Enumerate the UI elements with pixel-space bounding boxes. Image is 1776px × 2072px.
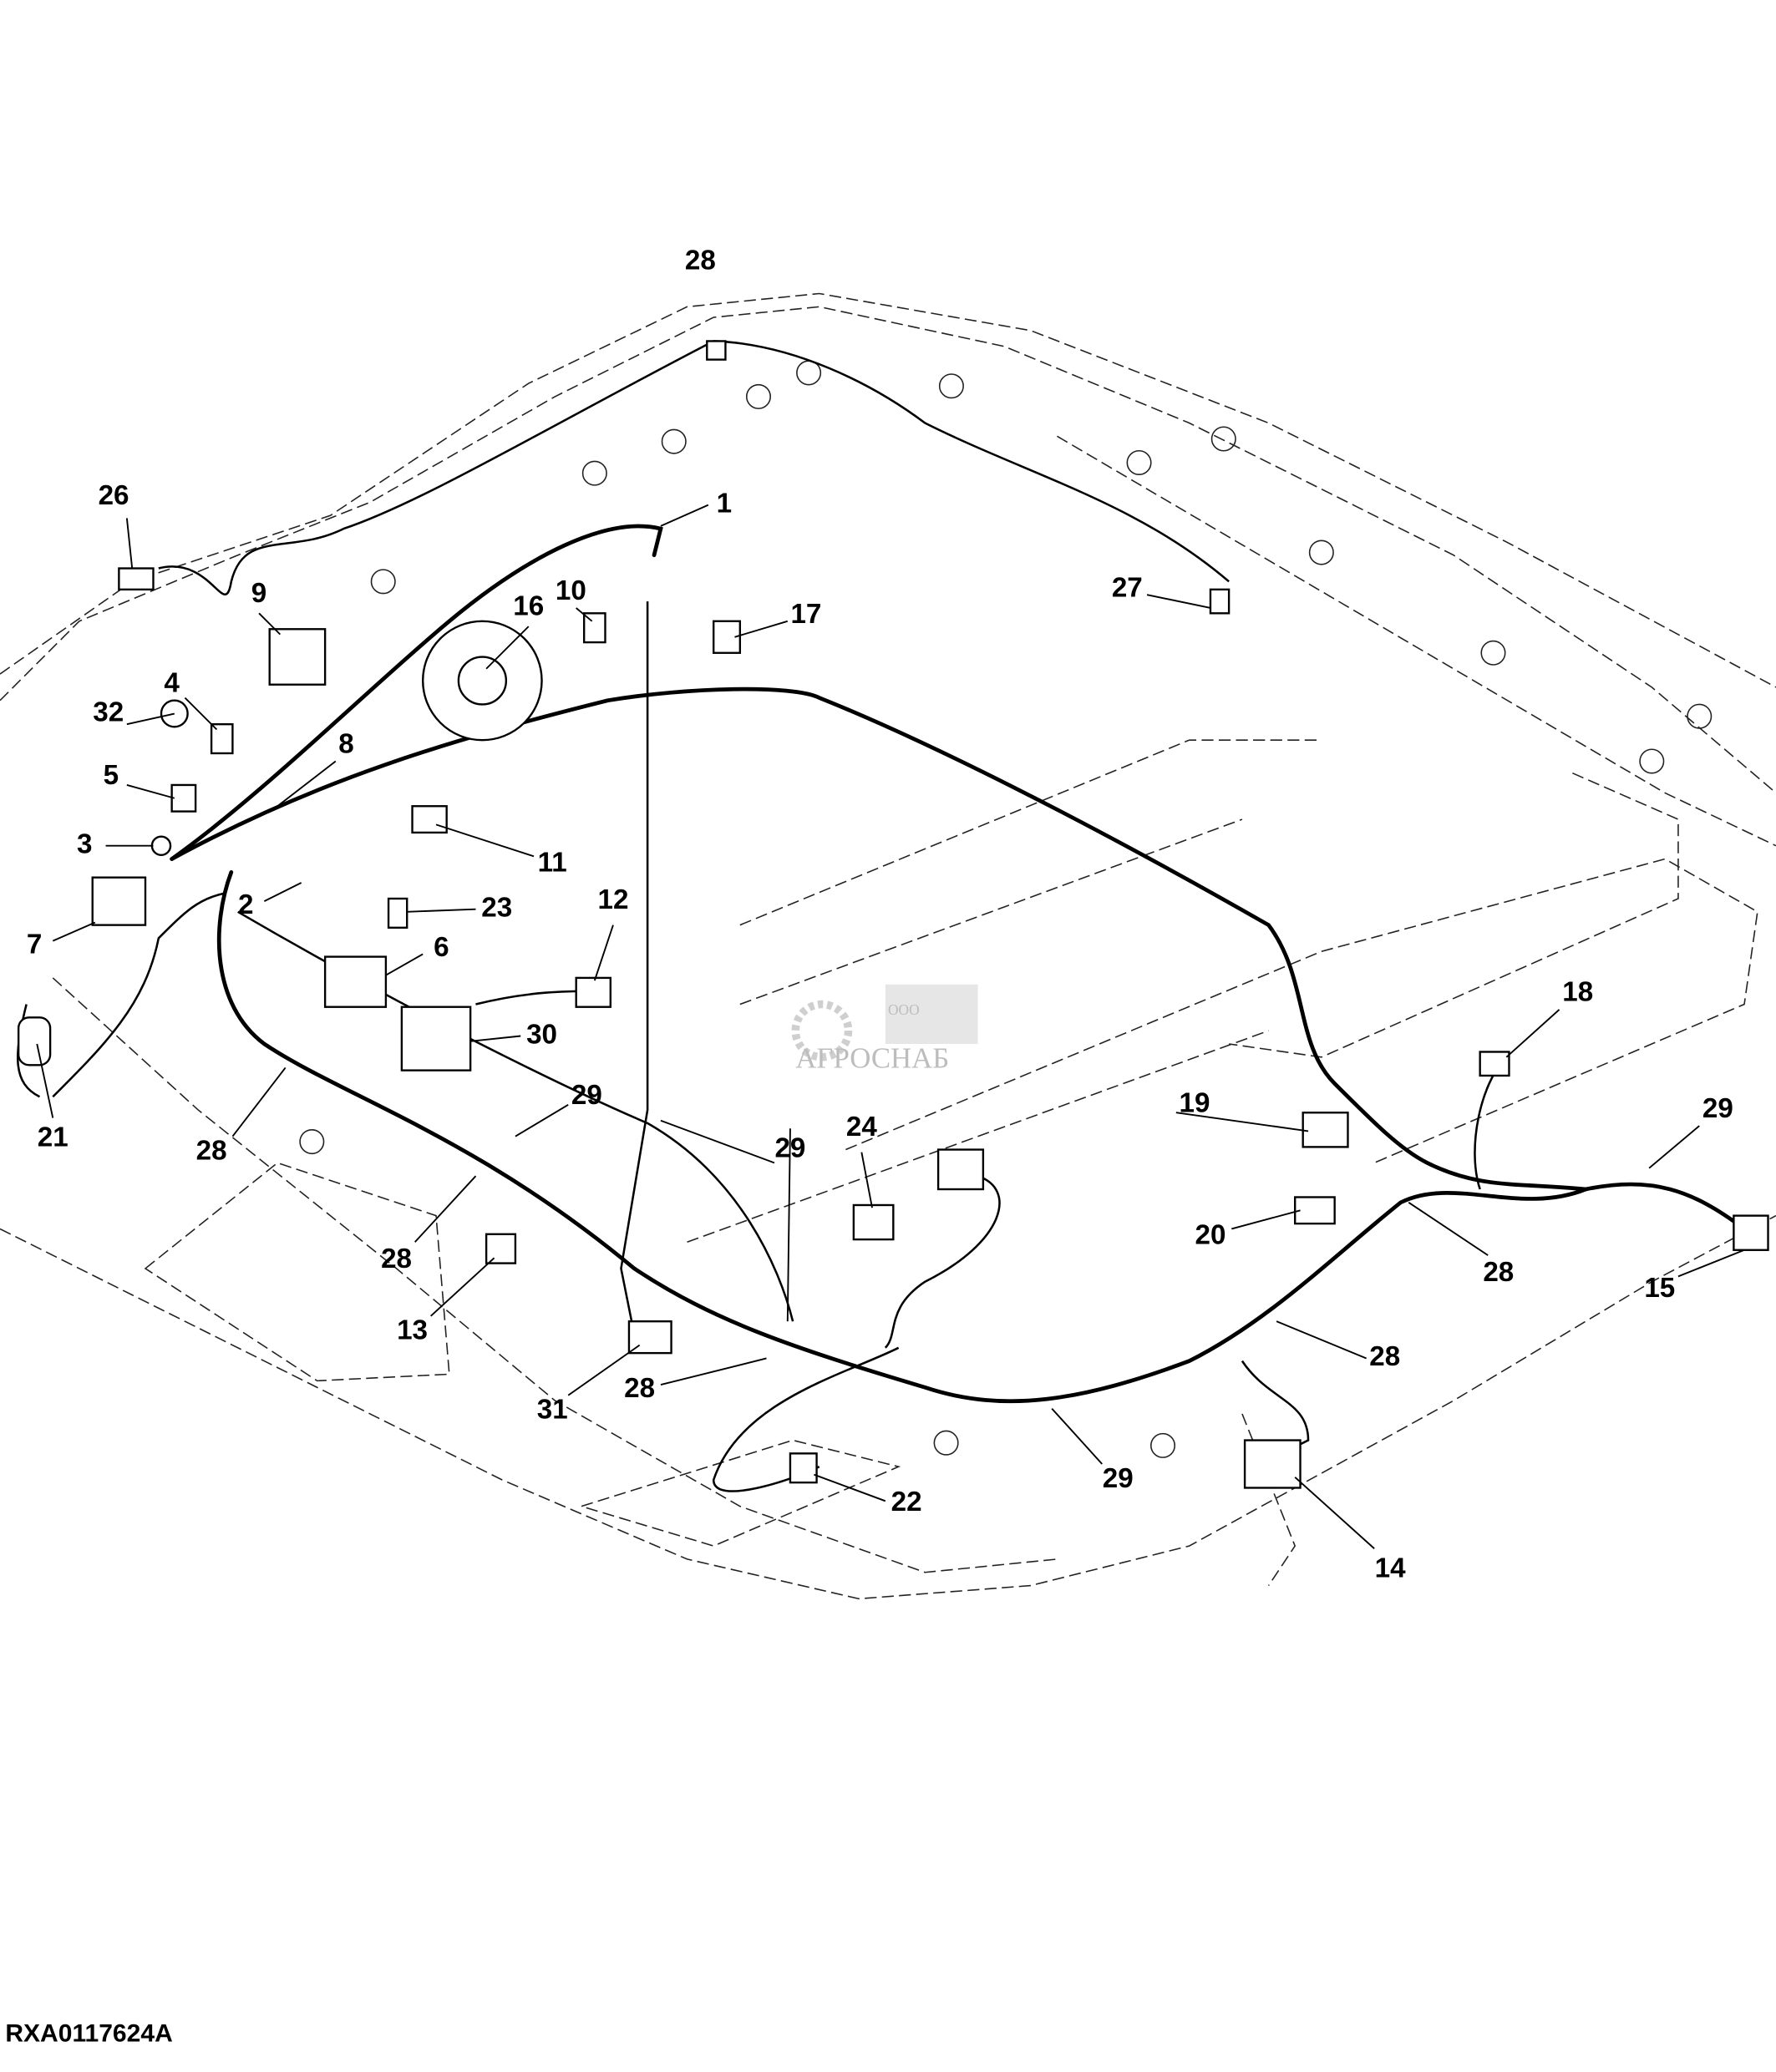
callout-17: 17 bbox=[790, 599, 821, 630]
callout-1: 1 bbox=[717, 488, 732, 519]
callout-16: 16 bbox=[513, 591, 544, 622]
figure-id: RXA0117624A bbox=[5, 2019, 172, 2047]
callout-29: 29 bbox=[1702, 1093, 1733, 1124]
callout-23: 23 bbox=[481, 892, 512, 923]
callout-28: 28 bbox=[196, 1135, 227, 1166]
leader-lines bbox=[36, 504, 1745, 1549]
callout-22: 22 bbox=[891, 1487, 922, 1517]
callout-8: 8 bbox=[338, 728, 353, 759]
callout-11: 11 bbox=[538, 848, 567, 879]
callout-13: 13 bbox=[397, 1315, 428, 1346]
callout-28: 28 bbox=[381, 1244, 412, 1274]
callout-15: 15 bbox=[1644, 1273, 1675, 1304]
callout-32: 32 bbox=[93, 697, 124, 727]
callout-5: 5 bbox=[104, 760, 119, 791]
callout-9: 9 bbox=[251, 578, 266, 609]
wiring-harness bbox=[16, 340, 1747, 1492]
watermark-logo: ООО АГРОСНАБ bbox=[791, 984, 978, 1074]
callout-6: 6 bbox=[434, 932, 449, 963]
callout-2: 2 bbox=[238, 889, 253, 920]
callout-30: 30 bbox=[526, 1019, 557, 1050]
callout-27: 27 bbox=[1112, 573, 1143, 604]
callout-28: 28 bbox=[1369, 1341, 1400, 1372]
relay-30 bbox=[400, 1006, 472, 1071]
callout-14: 14 bbox=[1375, 1553, 1406, 1583]
connector-14 bbox=[1243, 1439, 1302, 1489]
callout-10: 10 bbox=[556, 575, 586, 606]
callout-3: 3 bbox=[77, 828, 92, 859]
callout-29: 29 bbox=[1103, 1463, 1134, 1494]
callout-18: 18 bbox=[1562, 977, 1593, 1008]
callout-4: 4 bbox=[164, 667, 180, 698]
callout-29: 29 bbox=[774, 1132, 805, 1163]
watermark-name: АГРОСНАБ bbox=[795, 1041, 949, 1074]
callout-28: 28 bbox=[1483, 1257, 1514, 1288]
callout-31: 31 bbox=[537, 1395, 568, 1426]
watermark-prefix: ООО bbox=[888, 1001, 920, 1018]
callout-26: 26 bbox=[99, 480, 129, 511]
callout-29: 29 bbox=[571, 1080, 602, 1111]
callout-20: 20 bbox=[1195, 1220, 1226, 1251]
fuse-box-7 bbox=[91, 876, 147, 926]
callout-21: 21 bbox=[38, 1122, 69, 1153]
callout-28: 28 bbox=[685, 245, 716, 276]
callout-labels: 28 1 26 9 10 16 17 27 4 32 8 5 3 11 2 23… bbox=[27, 245, 1733, 1583]
callout-12: 12 bbox=[598, 884, 629, 915]
components bbox=[17, 340, 1769, 1489]
callout-7: 7 bbox=[27, 930, 42, 960]
callout-24: 24 bbox=[846, 1112, 877, 1142]
connector-9 bbox=[268, 628, 327, 686]
connector-6 bbox=[323, 955, 388, 1008]
callout-28: 28 bbox=[624, 1373, 655, 1404]
callout-19: 19 bbox=[1180, 1088, 1210, 1119]
roof-panel-outline bbox=[0, 292, 1776, 1600]
